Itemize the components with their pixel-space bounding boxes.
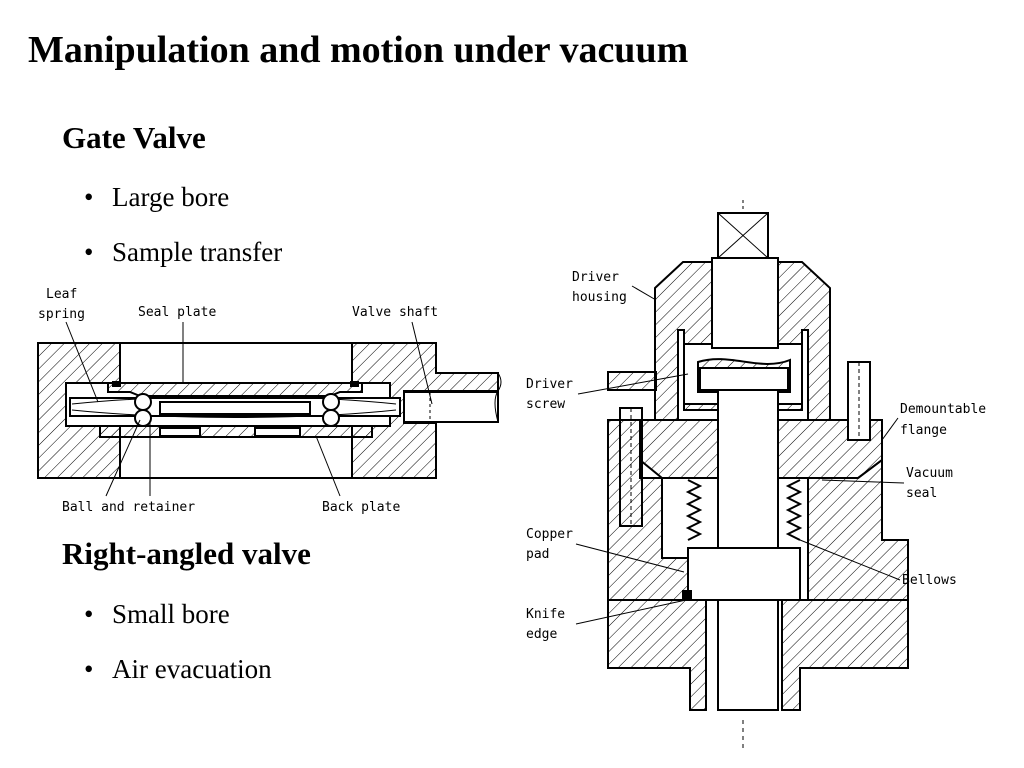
label-leaf: Leaf bbox=[46, 287, 77, 302]
seal-o-ring-right bbox=[350, 381, 359, 387]
copper-pad bbox=[682, 590, 692, 600]
label-back-plate: Back plate bbox=[322, 500, 400, 515]
bellows-left bbox=[685, 479, 703, 541]
gate-valve-bullets: •Large bore •Sample transfer bbox=[84, 180, 282, 290]
valve-shaft bbox=[403, 391, 499, 423]
poppet bbox=[687, 547, 801, 601]
bullet-icon: • bbox=[84, 599, 94, 629]
label-demountable-flange-2: flange bbox=[900, 423, 947, 438]
label-driver-housing-2: housing bbox=[572, 290, 627, 305]
gate-valve-diagram: Leaf spring Seal plate Valve shaft Ball … bbox=[37, 287, 502, 515]
list-item: •Air evacuation bbox=[84, 654, 272, 684]
ball-lower-left bbox=[134, 409, 152, 427]
label-copper-pad-2: pad bbox=[526, 547, 549, 562]
label-copper-pad-1: Copper bbox=[526, 527, 573, 542]
label-driver-screw-2: screw bbox=[526, 397, 565, 412]
right-angled-valve-bullets: •Small bore •Air evacuation bbox=[84, 597, 272, 707]
label-knife-edge-1: Knife bbox=[526, 607, 565, 622]
label-valve-shaft: Valve shaft bbox=[352, 305, 438, 320]
label-vacuum-seal-1: Vacuum bbox=[906, 466, 953, 481]
label-spring: spring bbox=[38, 307, 85, 322]
slide-title: Manipulation and motion under vacuum bbox=[28, 29, 689, 71]
driver-screw-stub bbox=[607, 371, 657, 391]
gate-housing-left bbox=[37, 342, 121, 479]
seal-o-ring-left bbox=[112, 381, 121, 387]
stem-lower bbox=[717, 599, 779, 711]
leaf-spring-shape bbox=[71, 396, 397, 405]
label-demountable-flange-1: Demountable bbox=[900, 402, 986, 417]
label-seal-plate: Seal plate bbox=[138, 305, 216, 320]
bullet-icon: • bbox=[84, 654, 94, 684]
list-item: •Large bore bbox=[84, 182, 230, 212]
stem-middle bbox=[717, 389, 779, 551]
list-item: •Small bore bbox=[84, 599, 230, 629]
stem-upper bbox=[711, 257, 779, 349]
bellows-right bbox=[785, 479, 803, 541]
right-angled-valve-diagram: Driver housing Driver screw Demountable … bbox=[526, 200, 986, 752]
back-plate bbox=[99, 425, 373, 438]
list-item: •Sample transfer bbox=[84, 237, 283, 267]
label-bellows: Bellows bbox=[902, 573, 957, 588]
bullet-icon: • bbox=[84, 237, 94, 267]
gate-valve-heading: Gate Valve bbox=[62, 120, 206, 155]
demountable-flange bbox=[639, 419, 719, 479]
ball-lower-right bbox=[322, 409, 340, 427]
label-driver-screw-1: Driver bbox=[526, 377, 573, 392]
label-ball-retainer: Ball and retainer bbox=[62, 500, 195, 515]
ball-upper-left bbox=[134, 393, 152, 411]
label-knife-edge-2: edge bbox=[526, 627, 557, 642]
label-vacuum-seal-2: seal bbox=[906, 486, 937, 501]
valve-body-lower bbox=[607, 599, 707, 711]
ball-upper-right bbox=[322, 393, 340, 411]
label-driver-housing-1: Driver bbox=[572, 270, 619, 285]
bullet-icon: • bbox=[84, 182, 94, 212]
right-angled-valve-heading: Right-angled valve bbox=[62, 536, 311, 571]
gate-disc bbox=[159, 401, 311, 415]
